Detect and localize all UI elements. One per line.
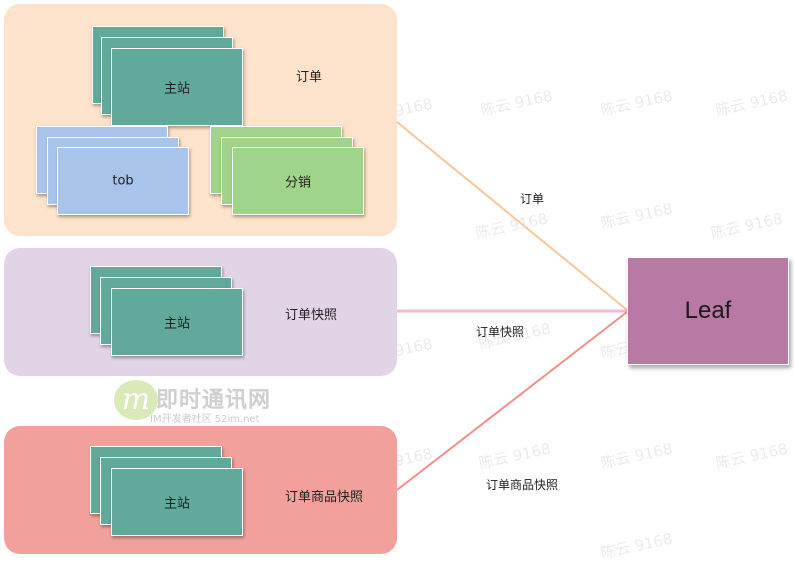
group-order-item-snapshot-label: 订单商品快照 <box>285 490 364 505</box>
card-distribution: 分销 <box>232 147 364 215</box>
group-order-snapshot-label: 订单快照 <box>285 308 338 323</box>
edge-label-order-item-snapshot: 订单商品快照 <box>486 478 559 492</box>
card-main-site: 主站 <box>111 288 243 356</box>
logo-subtitle: IM开发者社区 52im.net <box>150 414 260 425</box>
leaf-node: Leaf <box>627 257 789 365</box>
card-tob-label: tob <box>112 173 134 189</box>
leaf-node-label: Leaf <box>684 297 732 324</box>
edge-order-item-snapshot-to-leaf <box>396 311 628 491</box>
card-tob: tob <box>57 147 189 215</box>
group-order-item-snapshot: 主站 订单商品快照 <box>4 426 397 554</box>
card-main-site-label: 主站 <box>163 316 190 332</box>
card-main-site: 主站 <box>111 468 243 536</box>
card-distribution-label: 分销 <box>284 175 311 191</box>
card-main-site-label: 主站 <box>163 496 190 512</box>
group-order-label: 订单 <box>296 70 323 85</box>
group-order: 主站 tob 分销 订单 <box>4 4 397 236</box>
card-main-site: 主站 <box>111 48 243 126</box>
edge-label-order-snapshot: 订单快照 <box>476 325 525 339</box>
edge-label-order: 订单 <box>520 192 545 206</box>
group-order-snapshot: 主站 订单快照 <box>4 248 397 376</box>
edge-order-to-leaf <box>396 121 628 311</box>
card-main-site-label: 主站 <box>163 81 190 97</box>
logo-title: 即时通讯网 <box>156 388 272 413</box>
logo-mark: m <box>114 380 158 420</box>
